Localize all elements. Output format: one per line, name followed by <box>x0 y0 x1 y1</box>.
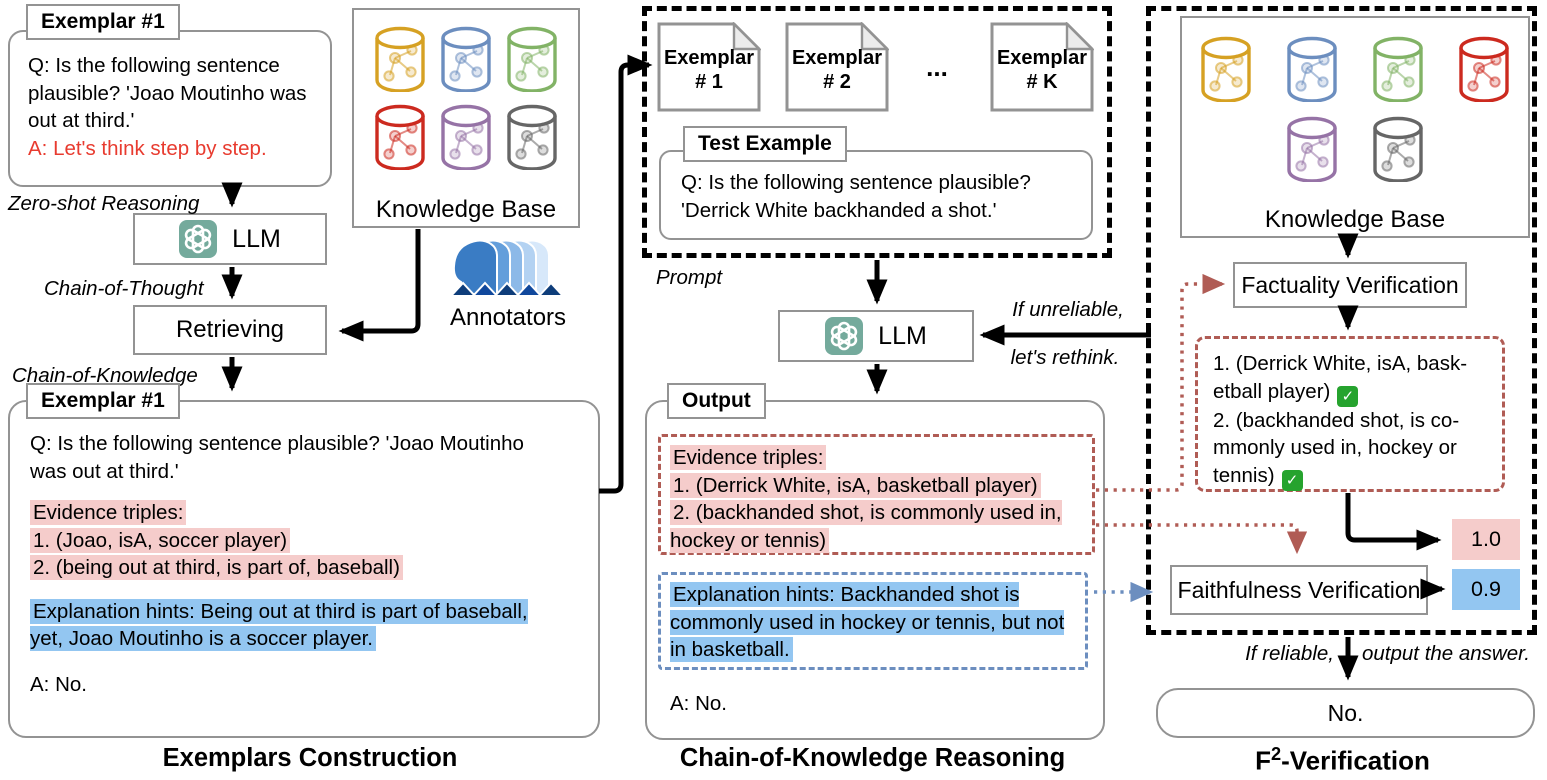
faithfulness-verification-box: Faithfulness Verification <box>1170 565 1428 615</box>
output-tab: Output <box>667 383 766 419</box>
kb-cylinder-icon <box>1459 36 1509 102</box>
faithfulness-verification-label: Faithfulness Verification <box>1177 576 1421 603</box>
exemplar-top-box: Q: Is the following sentence plausible? … <box>8 30 332 187</box>
llm-box-middle: LLM <box>778 310 974 362</box>
exemplar-doc-2: Exemplar# 2 <box>785 22 889 112</box>
kb-cylinder-icon <box>1201 36 1251 102</box>
output-evidence-line: Evidence triples: <box>670 445 827 470</box>
evidence-line: 1. (Joao, isA, soccer player) <box>30 527 291 553</box>
factuality-verification-label: Factuality Verification <box>1241 271 1459 298</box>
faithfulness-score: 0.9 <box>1471 577 1501 601</box>
openai-llm-icon <box>179 220 218 258</box>
kb-cylinder-icon <box>507 104 557 170</box>
verified-triples-box: 1. (Derrick White, isA, bask- etball pla… <box>1195 336 1505 492</box>
exemplar-bottom-box: Q: Is the following sentence plausible? … <box>8 400 600 738</box>
kb-cylinder-grid-left <box>354 26 578 170</box>
check-icon: ✓ <box>1337 385 1359 407</box>
faithfulness-score-box: 0.9 <box>1452 569 1520 610</box>
exemplar-top-tab: Exemplar #1 <box>26 4 180 40</box>
output-evidence-dashed-box: Evidence triples: 1. (Derrick White, isA… <box>658 434 1095 555</box>
chain-of-thought-label: Chain-of-Thought <box>44 277 204 300</box>
exemplar-top-answer: A: Let's think step by step. <box>28 136 267 160</box>
evidence-line: 2. (being out at third, is part of, base… <box>30 555 403 580</box>
output-explanation-hints: Explanation hints: Backhanded shot is co… <box>670 582 1065 662</box>
kb-cylinder-icon <box>375 26 425 92</box>
llm-label-left: LLM <box>232 224 281 253</box>
kb-cylinder-icon <box>1287 116 1337 182</box>
test-example-tab: Test Example <box>683 126 847 162</box>
exemplar-doc-k: Exemplar# K <box>990 22 1094 112</box>
knowledge-base-box-left: Knowledge Base <box>352 8 580 228</box>
output-answer-label: output the answer. <box>1362 642 1530 665</box>
if-reliable-label: If reliable, <box>1245 642 1334 665</box>
kb-cylinder-icon <box>1287 36 1337 102</box>
docs-ellipsis: ... <box>926 52 948 82</box>
factuality-verification-box: Factuality Verification <box>1233 262 1467 308</box>
exemplar-bottom-tab: Exemplar #1 <box>26 383 180 419</box>
kb-cylinder-icon <box>1373 36 1423 102</box>
final-answer-box: No. <box>1156 688 1535 738</box>
exemplar-doc-1: Exemplar# 1 <box>657 22 761 112</box>
output-box: Evidence triples: 1. (Derrick White, isA… <box>645 400 1105 740</box>
exemplar-bottom-answer: A: No. <box>30 672 87 696</box>
arrow-kb-to-retrieving <box>338 229 421 342</box>
test-example-box: Q: Is the following sentence plausible? … <box>659 150 1093 240</box>
annotators-label: Annotators <box>449 304 567 331</box>
kb-cylinder-icon <box>441 26 491 92</box>
kb-cylinder-icon <box>441 104 491 170</box>
llm-label-middle: LLM <box>878 321 927 350</box>
rethink-label-top: If unreliable, <box>1012 298 1124 321</box>
retrieving-box: Retrieving <box>133 305 327 355</box>
exemplar-top-question: Q: Is the following sentence plausible? … <box>28 54 307 132</box>
chain-of-knowledge-label: Chain-of-Knowledge <box>12 364 198 387</box>
explanation-hints: Explanation hints: Being out at third is… <box>30 598 528 651</box>
kb-cylinder-icon <box>1373 116 1423 182</box>
kb-cylinder-icon <box>507 26 557 92</box>
factuality-score: 1.0 <box>1471 527 1501 551</box>
check-icon: ✓ <box>1281 469 1303 491</box>
output-answer: A: No. <box>670 692 727 715</box>
test-example-question: Q: Is the following sentence plausible? … <box>681 171 1031 222</box>
output-explanation-dashed-box: Explanation hints: Backhanded shot is co… <box>658 572 1088 670</box>
right-panel-title: F2-Verification <box>1255 744 1430 776</box>
verified-triple-2: 2. (backhanded shot, is co- mmonly used … <box>1213 408 1460 487</box>
kb-cylinder-grid-right <box>1182 36 1528 182</box>
document-icon <box>785 22 889 112</box>
document-icon <box>990 22 1094 112</box>
kb-cylinder-icon <box>375 104 425 170</box>
output-evidence-line: 2. (backhanded shot, is commonly used in… <box>670 500 1062 553</box>
factuality-score-box: 1.0 <box>1452 519 1520 560</box>
verified-triple-1: 1. (Derrick White, isA, bask- etball pla… <box>1213 352 1468 403</box>
openai-llm-icon <box>825 317 864 355</box>
prompt-label: Prompt <box>656 266 723 289</box>
output-evidence-line: 1. (Derrick White, isA, basketball playe… <box>670 472 1041 498</box>
middle-panel-title: Chain-of-Knowledge Reasoning <box>679 744 1066 772</box>
zero-shot-label: Zero-shot Reasoning <box>8 192 200 215</box>
left-panel-title: Exemplars Construction <box>162 744 458 772</box>
final-answer: No. <box>1327 699 1364 726</box>
document-icon <box>657 22 761 112</box>
exemplar-bottom-question: Q: Is the following sentence plausible? … <box>30 432 524 483</box>
llm-box-left: LLM <box>133 213 327 265</box>
knowledge-base-label-right: Knowledge Base <box>1264 206 1446 233</box>
knowledge-base-box-right: Knowledge Base <box>1180 16 1530 238</box>
retrieving-label: Retrieving <box>175 316 285 343</box>
knowledge-base-label-left: Knowledge Base <box>375 196 557 223</box>
annotators-icon <box>443 230 577 304</box>
evidence-line: Evidence triples: <box>30 500 187 525</box>
rethink-label-bottom: let's rethink. <box>1010 346 1120 369</box>
